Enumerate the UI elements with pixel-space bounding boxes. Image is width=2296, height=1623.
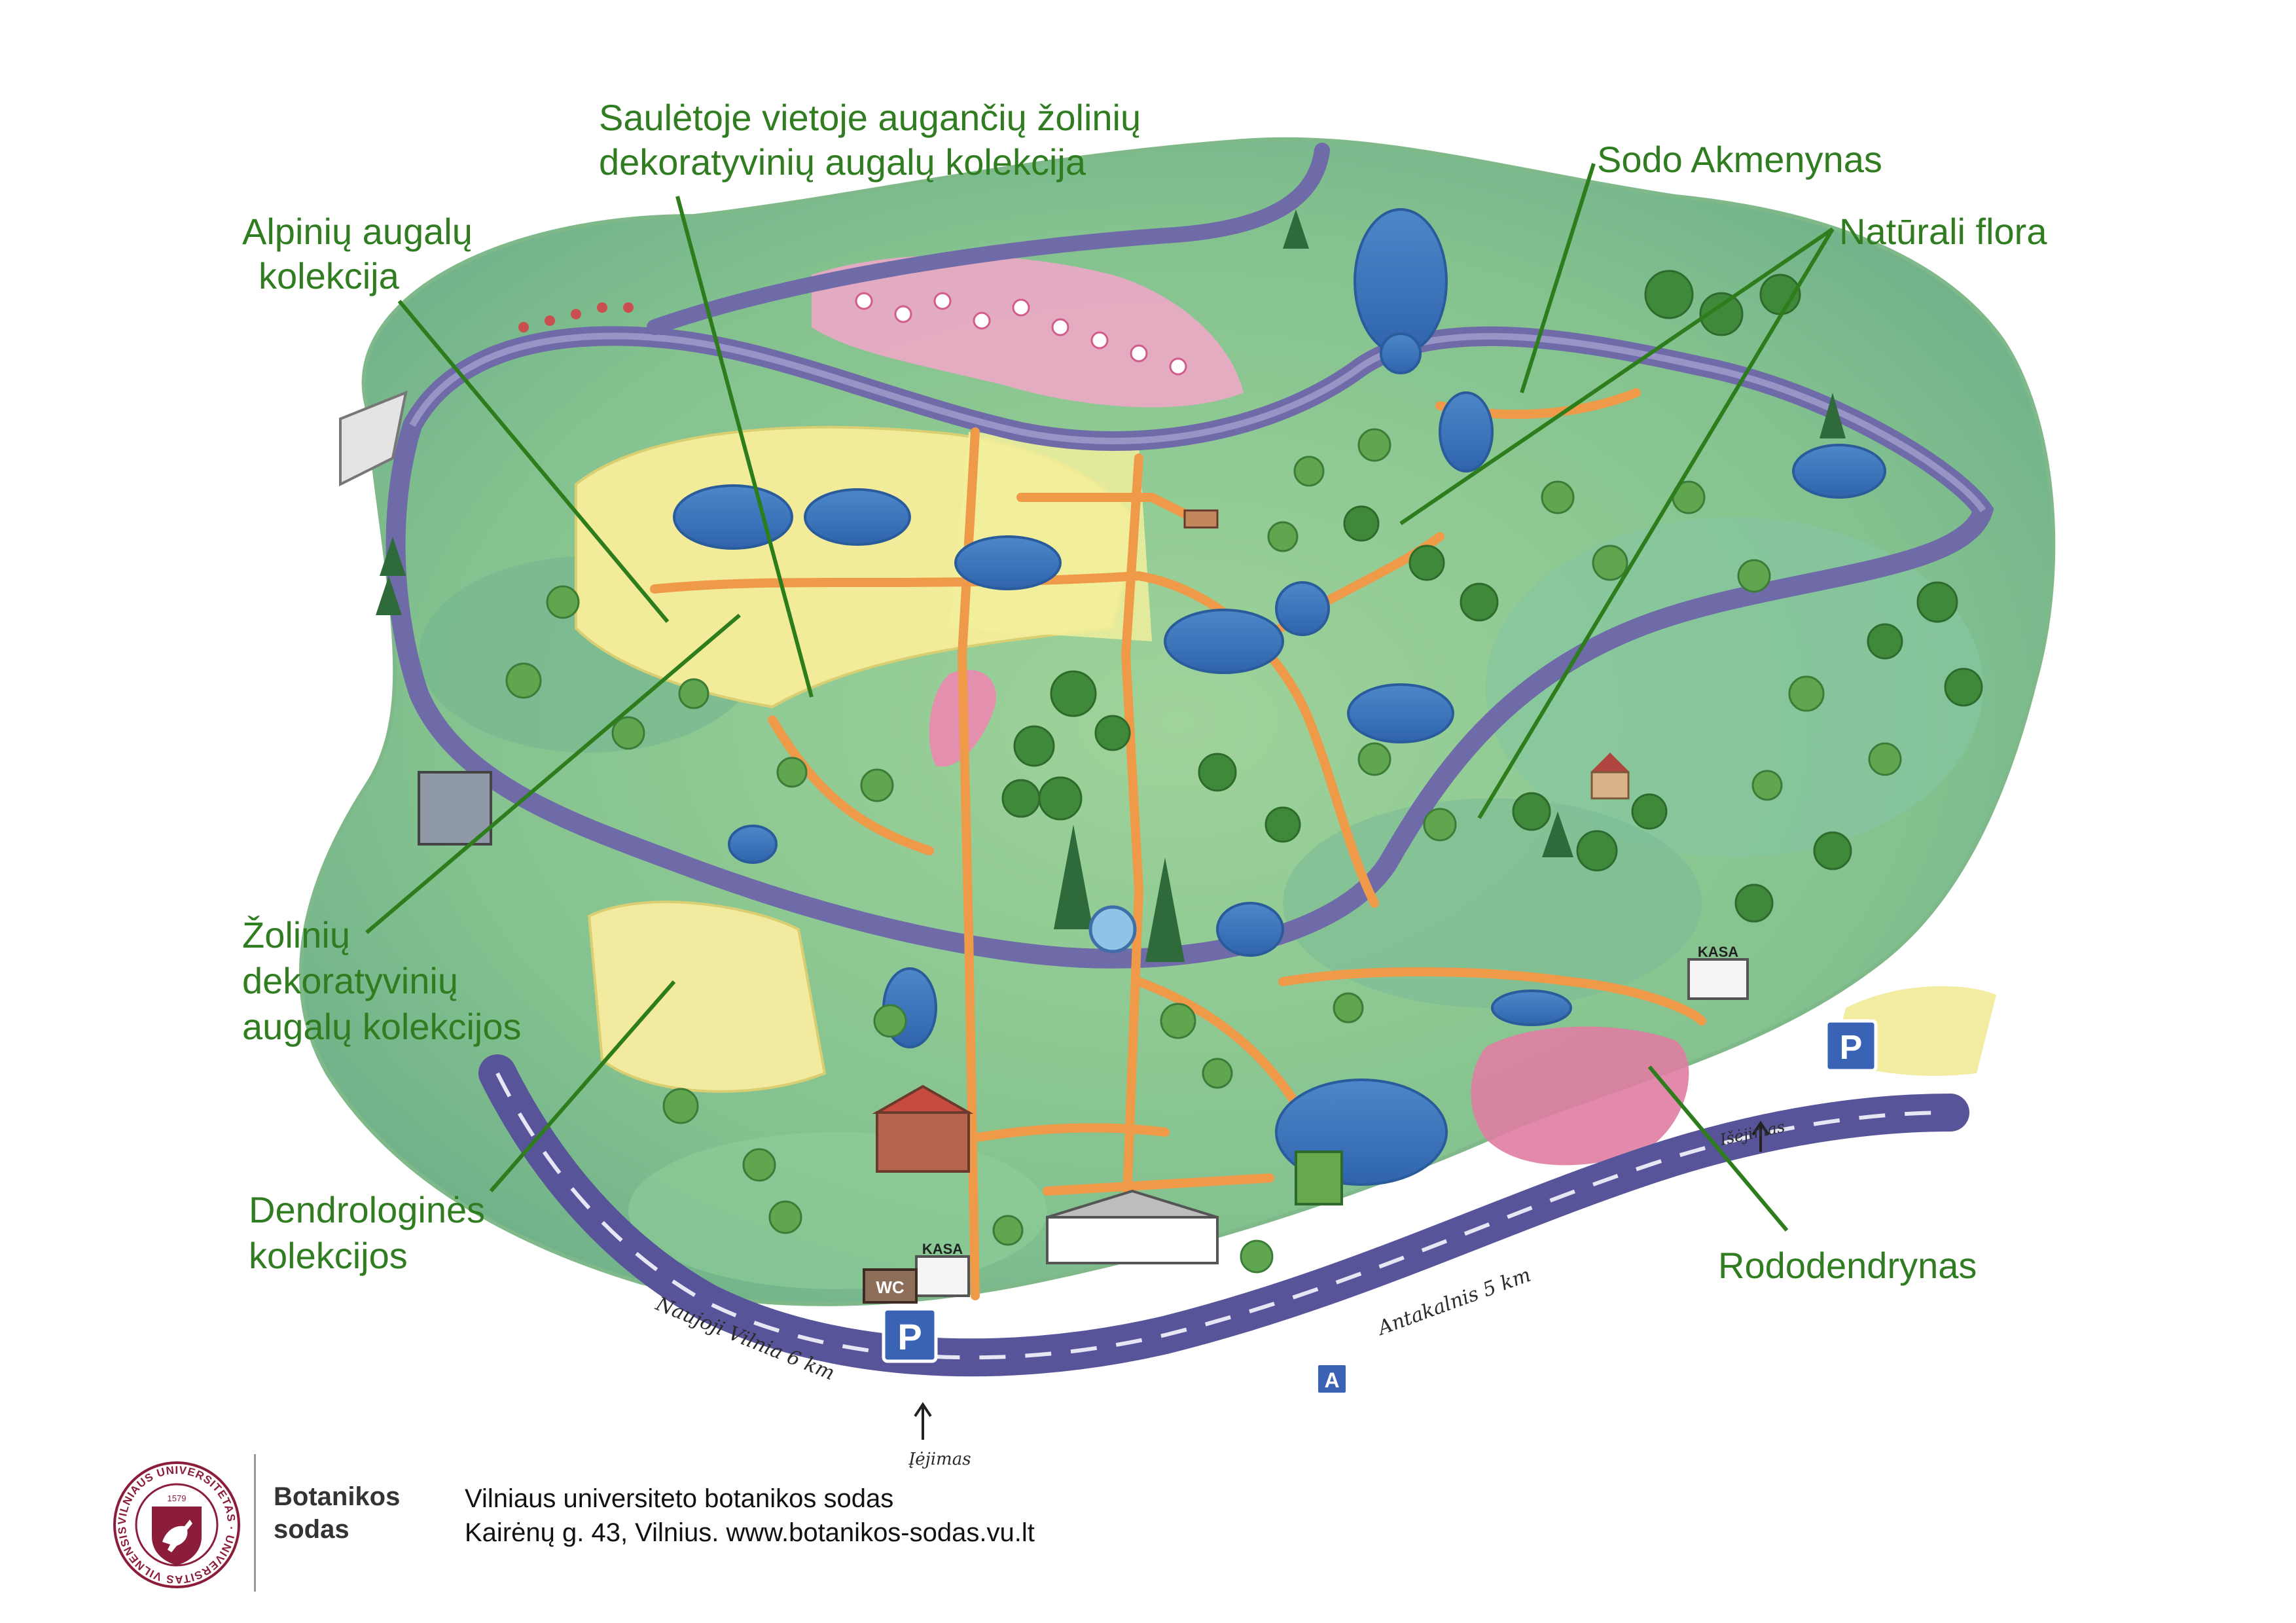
label-dendro-line2: kolekcijos xyxy=(249,1235,408,1276)
label-dendro-line1: Dendrologinės xyxy=(249,1189,486,1230)
rhododendron-area xyxy=(1471,1026,1689,1166)
label-natural-flora: Natūrali flora xyxy=(1839,211,2047,252)
label-alpine-line2: kolekcija xyxy=(259,255,399,296)
entrance-arrow xyxy=(914,1402,932,1440)
label-herbaceous-line3: augalų kolekcijos xyxy=(242,1006,522,1047)
meadow-patch xyxy=(628,1132,1047,1289)
label-rockery: Sodo Akmenynas xyxy=(1597,139,1882,180)
green-building xyxy=(1295,1150,1343,1205)
parking-symbol: P xyxy=(897,1316,922,1357)
leader-lines xyxy=(365,163,1835,1232)
knight-icon xyxy=(162,1520,192,1552)
wc-booth: WC xyxy=(863,1268,918,1304)
entrance-text: Įėjimas xyxy=(908,1450,971,1469)
parking-symbol: P xyxy=(1840,1029,1863,1067)
north-road xyxy=(647,143,1330,335)
parking-sign-bottom: P xyxy=(882,1307,938,1363)
bus-stop-sign: A xyxy=(1316,1363,1348,1395)
label-herbaceous-line2: dekoratyvinių xyxy=(242,960,458,1001)
kasa-bottom-booth: KASA xyxy=(915,1241,970,1297)
university-logo: VILNIAUS UNIVERSITETAS · UNIVERSITAS VIL… xyxy=(113,1461,240,1588)
brand-line1: Botanikos xyxy=(274,1482,401,1511)
herbaceous-area xyxy=(587,901,827,1093)
flower-beds xyxy=(518,302,634,332)
main-manor xyxy=(1046,1216,1219,1264)
label-alpine-line1: Alpinių augalų xyxy=(242,211,473,252)
brand-line2: sodas xyxy=(274,1515,350,1544)
buildings xyxy=(339,390,1630,1264)
parking-sign-right: P xyxy=(1824,1019,1878,1073)
fountain xyxy=(1088,905,1137,954)
red-building xyxy=(876,1111,970,1173)
wc-label: WC xyxy=(876,1277,905,1297)
trees xyxy=(376,209,1983,1274)
kasa-top-booth: KASA xyxy=(1687,944,1749,1000)
gazebo xyxy=(1590,753,1630,772)
org-name: Vilniaus universiteto botanikos sodas xyxy=(465,1484,894,1513)
pink-flower-field xyxy=(812,255,1244,408)
org-address: Kairėnų g. 43, Vilnius. www.botanikos-so… xyxy=(465,1518,1035,1547)
kasa-bottom-label: KASA xyxy=(922,1241,963,1257)
label-sun-collection-line2: dekoratyvinių augalų kolekcija xyxy=(599,141,1086,183)
footer-divider xyxy=(254,1454,256,1592)
label-rhododendron: Rododendrynas xyxy=(1718,1245,1977,1286)
barn xyxy=(418,771,492,846)
upper-yellow-area xyxy=(949,432,1152,641)
label-sun-collection-line1: Saulėtoje vietoje augančių žolinių xyxy=(599,97,1141,138)
bus-symbol: A xyxy=(1324,1368,1339,1392)
logo-year: 1579 xyxy=(168,1493,187,1503)
kasa-top-label: KASA xyxy=(1698,944,1738,960)
label-herbaceous-line1: Žolinių xyxy=(242,914,350,955)
exit-arrow xyxy=(1751,1120,1770,1152)
